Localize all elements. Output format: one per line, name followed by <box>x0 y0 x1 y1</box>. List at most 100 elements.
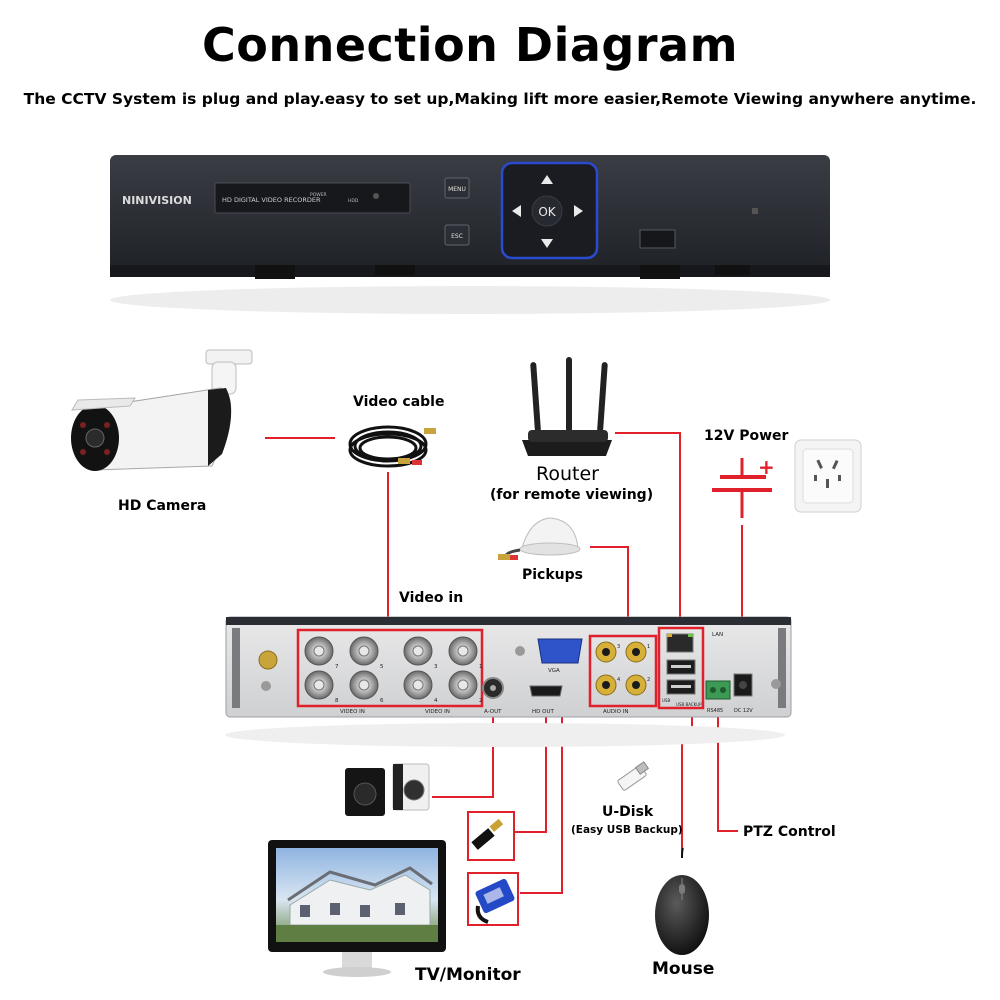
mouse-body <box>655 875 709 955</box>
hdmi-port[interactable] <box>529 685 563 697</box>
wire-hdmi-hdout <box>515 707 547 833</box>
plus-sign: + <box>758 455 775 479</box>
speakers <box>345 763 430 816</box>
dvr-screw <box>752 208 758 214</box>
dvr-foot <box>715 265 750 275</box>
power-led-label: POWER <box>310 192 327 198</box>
speaker-cone <box>353 782 377 806</box>
pickups-label: Pickups <box>522 567 583 583</box>
dvr-back-reflection <box>225 723 785 747</box>
audio-channel-number: 2 <box>647 677 650 683</box>
arrow-up-icon[interactable] <box>541 175 553 184</box>
vga-cable-icon <box>475 878 515 924</box>
audio-channel-number: 1 <box>647 644 650 650</box>
hdout-label: HD OUT <box>532 709 554 715</box>
bnc-pin <box>313 679 325 691</box>
rca-audio-jacks: 3 1 4 2 <box>595 641 650 696</box>
dvr-back-panel <box>225 616 792 718</box>
monitor-base <box>323 967 391 977</box>
dvr-display-panel <box>214 182 411 214</box>
dvr-back-rail <box>232 628 240 708</box>
dc-jack-pin <box>739 681 747 689</box>
screen-roof <box>287 866 433 902</box>
bnc-pin <box>313 645 325 657</box>
aout-label: A-OUT <box>484 709 502 715</box>
hdd-led-label: HDD <box>348 198 359 204</box>
pickup-microphone <box>498 517 581 560</box>
router-label: Router <box>536 463 599 485</box>
video-in-label: Video in <box>399 590 464 606</box>
screen-window <box>330 903 340 915</box>
dvr-front-unit: NINIVISION HD DIGITAL VIDEO RECORDER POW… <box>110 155 830 314</box>
ir-led <box>80 449 86 455</box>
dvr-reflection <box>110 286 830 314</box>
mouse-wheel <box>679 884 685 894</box>
camera-sunshade <box>71 397 136 411</box>
antenna <box>566 357 572 432</box>
bnc-pin <box>412 679 424 691</box>
rs485-terminal[interactable] <box>705 680 731 700</box>
bnc-pin <box>358 679 370 691</box>
video-in-label-left: VIDEO IN <box>340 709 365 715</box>
antenna <box>597 362 608 433</box>
rca-jack-center <box>632 681 640 689</box>
bnc-pin <box>358 645 370 657</box>
back-screw <box>771 679 781 689</box>
wire-router-lan <box>615 432 681 630</box>
dvr-foot <box>640 265 680 279</box>
page-title: Connection Diagram <box>201 18 739 72</box>
lan-port[interactable] <box>666 633 694 653</box>
menu-button-label: MENU <box>448 186 466 193</box>
arrow-left-icon[interactable] <box>512 205 521 217</box>
udisk-icon <box>617 761 650 791</box>
power-symbol: + <box>712 455 775 518</box>
brand-logo: NINIVISION <box>122 194 192 207</box>
usb-port-front <box>639 229 676 249</box>
aout-pin <box>490 685 496 691</box>
dvr-foot <box>375 265 415 275</box>
bnc-channel-number: 8 <box>335 698 339 704</box>
video-cable-coil <box>348 425 436 468</box>
audio-in-highlight <box>588 634 658 708</box>
ir-receiver <box>373 193 379 199</box>
wall-socket <box>794 439 862 513</box>
hdmi-cable-icon <box>471 818 504 850</box>
rca-jack-center <box>602 648 610 656</box>
mouse-icon <box>655 847 709 955</box>
pickup-dome <box>521 517 579 549</box>
bnc-channel-number: 4 <box>434 698 438 704</box>
bnc-channel-number: 1 <box>479 664 483 670</box>
video-cable-label: Video cable <box>353 394 445 410</box>
usb-backup-label: USB BACKUP <box>676 702 702 707</box>
arrow-right-icon[interactable] <box>574 205 583 217</box>
power-label: 12V Power <box>704 428 789 444</box>
dvr-back-rail <box>778 628 786 708</box>
router-note-label: (for remote viewing) <box>490 487 654 503</box>
usb-port-tongue <box>671 685 691 688</box>
router-top <box>528 430 608 442</box>
ir-led <box>104 449 110 455</box>
bnc-pin <box>412 645 424 657</box>
audio-channel-number: 3 <box>617 644 620 650</box>
ok-button[interactable] <box>531 195 563 227</box>
audio-channel-number: 4 <box>617 677 620 683</box>
menu-button[interactable] <box>444 177 470 199</box>
tv-monitor <box>268 840 446 977</box>
lan-led <box>667 634 672 637</box>
bnc-channel-number: 2 <box>479 698 483 704</box>
wire-ptz <box>717 706 738 832</box>
udisk-label: U-Disk <box>602 804 654 820</box>
ir-led <box>104 422 110 428</box>
back-screw <box>515 646 525 656</box>
screen-window <box>300 905 310 917</box>
esc-button[interactable] <box>444 224 470 246</box>
arrow-down-icon[interactable] <box>541 239 553 248</box>
monitor-neck <box>342 952 372 970</box>
wire-pickups-audio <box>590 546 629 636</box>
vga-port[interactable] <box>537 638 583 664</box>
camera-lens <box>85 428 105 448</box>
lan-label: LAN <box>712 632 723 638</box>
